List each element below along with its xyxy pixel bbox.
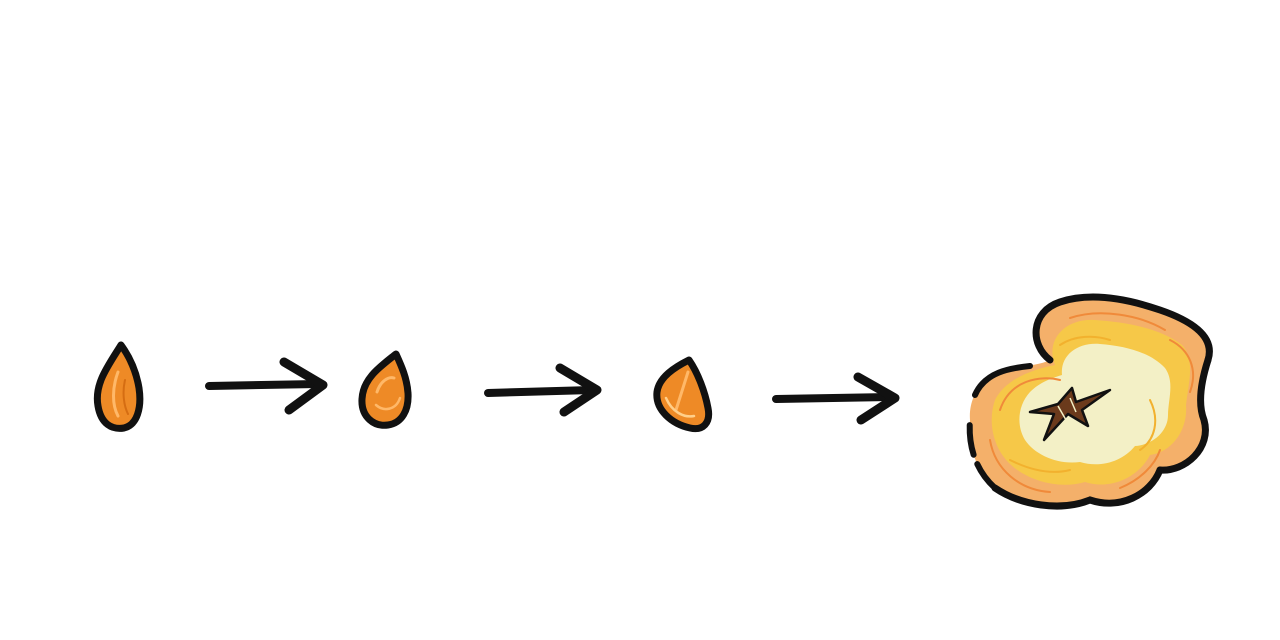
arrow-shaft — [205, 380, 322, 390]
kernel-highlight — [664, 396, 696, 418]
corn-kernel-icon — [93, 341, 144, 432]
arrow-head — [555, 363, 602, 417]
kernel-highlight — [375, 376, 396, 394]
popcorn-inner-puff — [1019, 343, 1171, 465]
kernel-split-line — [674, 370, 690, 412]
popcorn-outline — [1156, 356, 1212, 474]
arrow-shaft — [484, 386, 596, 397]
arrow-head — [279, 357, 328, 415]
popcorn-outline — [1032, 293, 1213, 364]
popcorn-hull-icon — [1028, 386, 1112, 442]
kernel-highlight — [112, 370, 120, 418]
kernel-highlight — [122, 379, 129, 415]
popcorn-hull-detail — [1057, 397, 1077, 421]
arrow-2 — [484, 363, 602, 417]
stage-4-popcorn — [966, 293, 1213, 510]
corn-kernel-icon — [653, 356, 713, 433]
arrow-1 — [205, 357, 328, 415]
stage-1-kernel — [93, 341, 144, 432]
stage-2-kernel — [358, 350, 412, 429]
popcorn-outline — [991, 466, 1164, 510]
corn-kernel-icon — [358, 350, 412, 429]
arrow-head — [853, 372, 900, 425]
arrow-3 — [772, 372, 900, 425]
popcorn-icon — [966, 293, 1213, 510]
popcorn-scribble-texture — [989, 312, 1195, 493]
stage-3-kernel — [653, 356, 713, 433]
kernel-highlight — [374, 396, 402, 411]
popcorn-outline — [966, 417, 998, 491]
popcorn-outline — [972, 363, 1033, 398]
arrow-shaft — [772, 393, 895, 403]
